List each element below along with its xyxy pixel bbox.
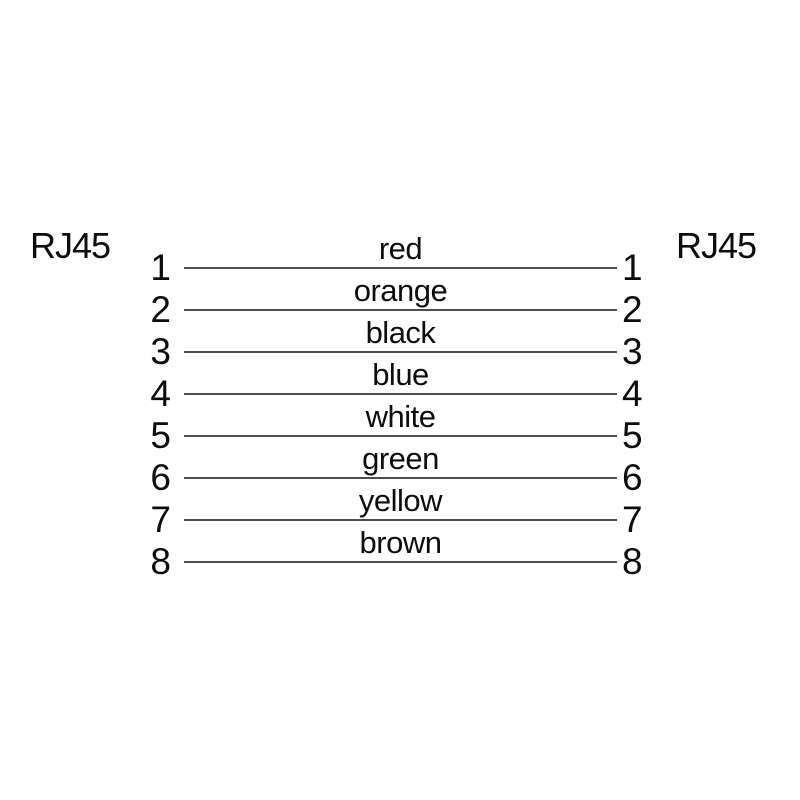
pin-number-left: 1 <box>150 247 171 288</box>
pin-number-right: 2 <box>622 289 643 330</box>
wire-line <box>184 351 617 353</box>
pin-number-right: 1 <box>622 247 643 288</box>
wire-row-3: 3 black 3 <box>0 315 800 371</box>
wire-color-label: orange <box>353 273 448 308</box>
wire-line <box>184 519 617 521</box>
wire-color-label: blue <box>372 357 429 392</box>
pin-number-left: 4 <box>150 373 171 414</box>
wire-row-8: 8 brown 8 <box>0 525 800 581</box>
wire-row-7: 7 yellow 7 <box>0 483 800 539</box>
wire-line <box>184 435 617 437</box>
wire-row-4: 4 blue 4 <box>0 357 800 413</box>
pin-number-left: 2 <box>150 289 171 330</box>
pin-number-left: 7 <box>150 499 171 540</box>
wire-line <box>184 267 617 269</box>
pin-number-left: 3 <box>150 331 171 372</box>
connector-label-left: RJ45 <box>30 225 111 266</box>
wire-row-6: 6 green 6 <box>0 441 800 497</box>
pin-number-right: 4 <box>622 373 643 414</box>
pin-number-left: 8 <box>150 541 171 582</box>
wire-color-label: red <box>378 231 423 266</box>
pin-number-left: 6 <box>150 457 171 498</box>
wire-row-5: 5 white 5 <box>0 399 800 455</box>
pin-number-right: 6 <box>622 457 643 498</box>
wire-line <box>184 561 617 563</box>
pin-number-left: 5 <box>150 415 171 456</box>
wire-color-label: yellow <box>358 483 443 518</box>
wire-row-1: 1 red 1 <box>0 231 800 287</box>
wire-line <box>184 477 617 479</box>
connector-label-right: RJ45 <box>676 225 757 266</box>
pin-number-right: 8 <box>622 541 643 582</box>
wire-color-label: green <box>362 441 439 476</box>
wire-line <box>184 393 617 395</box>
pin-number-right: 3 <box>622 331 643 372</box>
wire-row-2: 2 orange 2 <box>0 273 800 329</box>
wire-color-label: black <box>365 315 436 350</box>
wire-line <box>184 309 617 311</box>
pin-number-right: 5 <box>622 415 643 456</box>
wire-color-label: brown <box>359 525 442 560</box>
wire-color-label: white <box>365 399 436 434</box>
pin-number-right: 7 <box>622 499 643 540</box>
